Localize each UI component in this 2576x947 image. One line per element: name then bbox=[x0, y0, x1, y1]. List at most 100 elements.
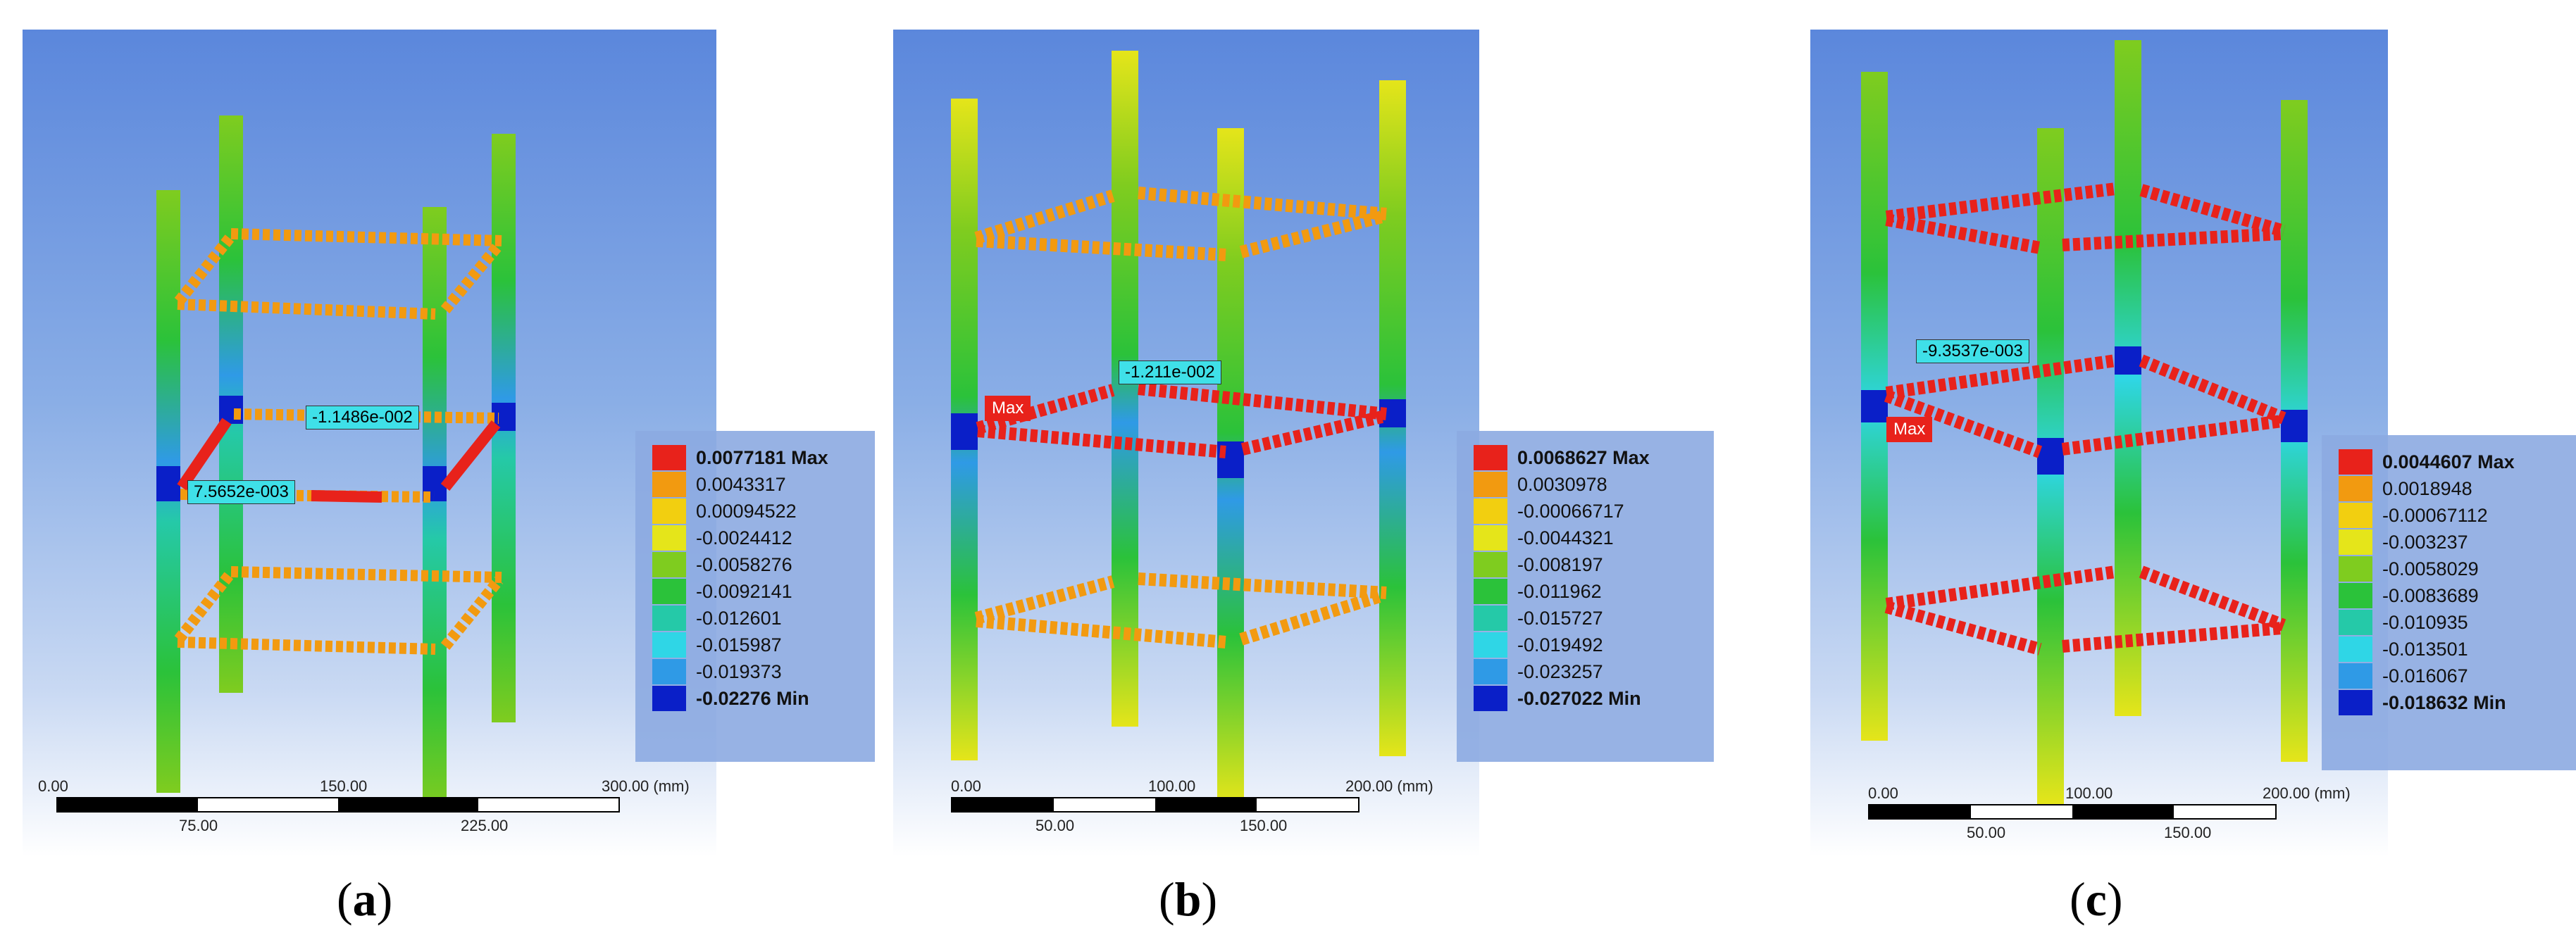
legend-value: -0.0024412 bbox=[696, 527, 792, 548]
legend-value: -0.023257 bbox=[1517, 661, 1603, 682]
scale-bar: 0.00 100.00 200.00 (mm) 50.00 150.00 bbox=[1868, 784, 2361, 841]
legend-value: 0.0030978 bbox=[1517, 474, 1607, 495]
probe-label[interactable]: -1.1486e-002 bbox=[306, 406, 419, 429]
rebar bbox=[230, 228, 502, 246]
probe-label[interactable]: -1.211e-002 bbox=[1119, 360, 1221, 384]
rebar bbox=[230, 566, 502, 583]
rebar bbox=[1239, 589, 1384, 646]
legend-value: -0.0083689 bbox=[2382, 585, 2479, 606]
legend-value: -0.00066717 bbox=[1517, 501, 1624, 522]
rebar bbox=[440, 576, 504, 651]
legend-value: -0.008197 bbox=[1517, 554, 1603, 575]
rebar bbox=[177, 636, 436, 655]
legend-value: -0.00067112 bbox=[2382, 505, 2488, 526]
max-marker[interactable]: Max bbox=[1886, 417, 1933, 442]
rebar bbox=[974, 189, 1115, 244]
legend-value: -0.0058276 bbox=[696, 554, 792, 575]
legend-value: -0.013501 bbox=[2382, 639, 2468, 660]
rebar-max bbox=[977, 425, 1226, 458]
legend-value: 0.00094522 bbox=[696, 501, 797, 522]
scale-tick: 0.00 bbox=[951, 777, 981, 795]
panel-a-viewport[interactable]: -1.1486e-002 7.5652e-003 0.00 150.00 300… bbox=[23, 30, 716, 857]
panel-b-viewport[interactable]: -1.211e-002 Max 0.00 100.00 200.00 (mm) … bbox=[893, 30, 1479, 857]
column bbox=[1112, 51, 1138, 727]
rebar-max bbox=[1885, 213, 2041, 254]
legend-value: -0.0044321 bbox=[1517, 527, 1614, 548]
legend-value: -0.0058029 bbox=[2382, 558, 2479, 579]
legend-value: 0.0068627 Max bbox=[1517, 447, 1650, 468]
scale-tick: 75.00 bbox=[179, 817, 218, 834]
panel-c-viewport[interactable]: -9.3537e-003 Max 0.00 100.00 200.00 (mm)… bbox=[1810, 30, 2388, 857]
legend-value: -0.011962 bbox=[1517, 581, 1602, 602]
legend-value: -0.012601 bbox=[696, 608, 782, 629]
rebar-max bbox=[440, 420, 501, 491]
scale-tick: 100.00 bbox=[1148, 777, 1196, 795]
legend-value: -0.02276 Min bbox=[696, 688, 809, 709]
rebar bbox=[1138, 187, 1387, 220]
rebar-max bbox=[1884, 389, 2043, 458]
legend-value: 0.0018948 bbox=[2382, 478, 2472, 499]
rebar bbox=[974, 575, 1115, 625]
scale-tick: 225.00 bbox=[461, 817, 509, 834]
joint bbox=[156, 466, 180, 501]
rebar-max bbox=[2139, 354, 2286, 425]
rebar-max bbox=[1884, 601, 2042, 656]
legend-value: -0.0092141 bbox=[696, 581, 792, 602]
joint bbox=[2037, 438, 2064, 475]
rebar bbox=[1239, 211, 1384, 258]
rebar bbox=[174, 571, 235, 643]
scale-tick: 100.00 bbox=[2065, 784, 2113, 802]
rebar-max bbox=[1138, 382, 1387, 420]
scale-bar: 0.00 150.00 300.00 (mm) 75.00 225.00 bbox=[38, 777, 690, 834]
legend-value: -0.010935 bbox=[2382, 612, 2468, 633]
rebar-max bbox=[1240, 410, 1384, 456]
rebar bbox=[174, 234, 235, 305]
column bbox=[2115, 40, 2141, 716]
rebar-max bbox=[1885, 182, 2117, 223]
scale-tick: 50.00 bbox=[1035, 817, 1075, 834]
caption-a: (a) bbox=[337, 872, 393, 926]
legend-b: 0.0068627 Max 0.0030978 -0.00066717 -0.0… bbox=[1457, 431, 1714, 762]
legend-a: 0.0077181 Max 0.0043317 0.00094522 -0.00… bbox=[635, 431, 875, 762]
legend-value: 0.0077181 Max bbox=[696, 447, 828, 468]
scale-tick: 0.00 bbox=[38, 777, 68, 795]
scale-tick: 150.00 bbox=[320, 777, 368, 795]
panel-a-model bbox=[156, 115, 516, 810]
rebar-max bbox=[2139, 565, 2286, 632]
scale-bar: 0.00 100.00 200.00 (mm) 50.00 150.00 bbox=[951, 777, 1444, 834]
probe-label[interactable]: -9.3537e-003 bbox=[1916, 339, 2029, 363]
scale-tick: 0.00 bbox=[1868, 784, 1898, 802]
scale-tick: 50.00 bbox=[1967, 824, 2006, 841]
caption-c: (c) bbox=[2070, 872, 2123, 926]
legend-value: -0.016067 bbox=[2382, 665, 2468, 686]
joint bbox=[2115, 346, 2141, 375]
rebar bbox=[1138, 572, 1387, 599]
max-marker[interactable]: Max bbox=[985, 396, 1031, 421]
column bbox=[423, 207, 447, 810]
rebar-max bbox=[2062, 227, 2283, 251]
panel-c-model bbox=[1861, 40, 2308, 804]
legend-value: -0.015727 bbox=[1517, 608, 1603, 629]
scale-tick: 300.00 (mm) bbox=[602, 777, 690, 795]
legend-value: 0.0043317 bbox=[696, 474, 786, 495]
scale-tick: 150.00 bbox=[1240, 817, 1288, 834]
rebar-max bbox=[2061, 415, 2284, 456]
rebar-max bbox=[1885, 354, 2117, 399]
rebar-max bbox=[177, 418, 232, 491]
joint bbox=[951, 413, 978, 450]
rebar-max bbox=[2139, 184, 2286, 237]
probe-label[interactable]: 7.5652e-003 bbox=[187, 480, 295, 504]
rebar bbox=[177, 299, 436, 320]
legend-value: -0.019373 bbox=[696, 661, 782, 682]
joint bbox=[1861, 390, 1888, 422]
legend-value: -0.027022 Min bbox=[1517, 688, 1641, 709]
rebar bbox=[976, 234, 1226, 261]
legend-value: 0.0044607 Max bbox=[2382, 451, 2515, 472]
legend-value: -0.019492 bbox=[1517, 634, 1603, 656]
legend-c: 0.0044607 Max 0.0018948 -0.00067112 -0.0… bbox=[2322, 435, 2576, 770]
rebar bbox=[976, 615, 1226, 648]
rebar-max bbox=[1885, 565, 2117, 610]
scale-tick: 200.00 (mm) bbox=[2263, 784, 2351, 802]
scale-tick: 150.00 bbox=[2164, 824, 2212, 841]
rebar-max bbox=[2062, 622, 2283, 653]
